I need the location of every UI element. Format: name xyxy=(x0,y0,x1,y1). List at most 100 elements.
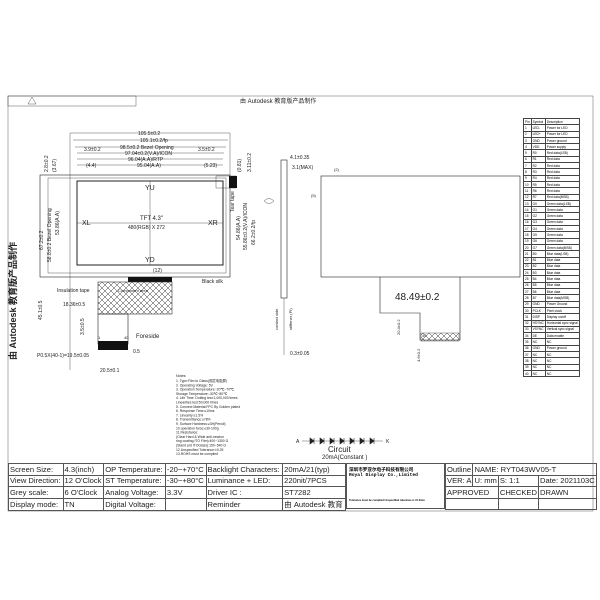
spec-cell: 3.3V xyxy=(164,486,207,499)
pin-cell: Blue data xyxy=(544,262,580,271)
note-item: (Clear Hard & Wide anti-newton xyxy=(176,435,224,439)
led-diode-icon xyxy=(349,437,355,445)
company-logo: 深圳市罗亚尔电子科技有限公司 Royal Display Co.,Limited xyxy=(349,467,443,479)
pitch-label: P0.5X(40-1)=19.5±0.05 xyxy=(37,353,89,359)
note-item: 8. Transmittance:≥78% xyxy=(176,418,211,422)
spec-cell: 由 Autodesk 教育 xyxy=(282,497,346,511)
note-item: (Stand ard ITOGlass):150~540 Ω xyxy=(176,444,226,448)
spec-cell: -30~+80°C xyxy=(164,474,207,487)
led-diode-icon xyxy=(369,437,375,445)
spec-cell: Grey scale: xyxy=(8,486,64,499)
drawing-line xyxy=(379,277,461,341)
spec-cell: Driver IC : xyxy=(205,486,284,499)
led-diode-icon xyxy=(359,437,365,445)
front-view: 105.5±0.2 105.1±0.2/fp 98.5±0.2 Bezel Op… xyxy=(37,131,257,374)
notes: Notes: 1. Type:Film to Glass(双层电阻屏)2. Op… xyxy=(176,374,240,456)
note-item: ring coating ITO Film):400~1300 Ω xyxy=(176,439,229,443)
cathode-label: K xyxy=(386,439,390,445)
dim-label: 18.36±0.5 xyxy=(63,302,85,308)
drawing-line xyxy=(420,332,460,342)
circuit-title: Circuit xyxy=(328,445,351,454)
spec-cell: 20mA/21(typ) xyxy=(282,463,346,476)
drawing-line xyxy=(320,175,521,278)
dim-label: (12) xyxy=(153,268,162,274)
xr-label: XR xyxy=(208,220,218,227)
dim-label: 3.5±0.5 xyxy=(80,318,86,335)
spec-cell: 6 O'Clock xyxy=(62,486,105,499)
pin-cell: 40 xyxy=(523,369,532,378)
spec-cell: Analog Voltage: xyxy=(103,486,166,499)
dim-label: (0.81) xyxy=(237,159,243,172)
dim-label: 97.04±0.2(V.A)/ICON xyxy=(125,151,172,157)
dim-label: 96.04(A.A)/RTP xyxy=(128,157,164,163)
pin-cell: Blue data xyxy=(544,275,580,283)
company-name-cn: 深圳市罗亚尔电子科技有限公司 xyxy=(349,467,414,472)
pin-cell: DISP xyxy=(530,313,546,321)
unit: U: mm xyxy=(472,474,499,487)
pin-cell: B6 xyxy=(530,287,546,296)
pin-cell: Blue data xyxy=(544,269,580,277)
dim-label: 0.3±0.05 xyxy=(290,351,310,357)
pin1-label: 1 xyxy=(98,335,101,340)
spec-cell: ST7282 xyxy=(282,486,346,499)
pin-cell: NC xyxy=(530,357,546,365)
spec-cell: 220nit/7PCS xyxy=(282,474,346,487)
dim-label: Tear tape xyxy=(230,191,236,212)
pin-cell: NC xyxy=(544,350,580,359)
led-diode-icon xyxy=(319,437,325,445)
company-name-en: Royal Display Co.,Limited xyxy=(349,473,418,478)
yd-label: YD xyxy=(145,257,155,264)
note-item: 6. Response Time:≤10ms xyxy=(176,409,215,413)
note-item: 5. Connect Material:FPC By Golden plated xyxy=(176,405,240,409)
stiffener-label: stiffener (PI) xyxy=(288,308,293,330)
logo-box xyxy=(346,463,445,509)
approved-label: APPROVED xyxy=(445,486,499,499)
rear-width-dim: 48.49±0.2 xyxy=(395,292,440,303)
note-item: 12.Unspecified Tolerance:±0.25 xyxy=(176,448,224,452)
pin-table-header: Description xyxy=(544,117,580,126)
pin-cell: Blue data xyxy=(544,256,580,264)
pin-cell: Blue data(MSB) xyxy=(544,294,580,302)
note-item: 7. Linearity:≤1.5% xyxy=(176,413,203,417)
pin-cell: VSYNC xyxy=(530,325,546,334)
anode-label: A xyxy=(296,439,300,445)
spec-cell: ST Temperature: xyxy=(103,474,166,487)
drawn-label: DRAWN xyxy=(537,486,597,499)
eye-icon xyxy=(263,198,275,204)
spec-cell: 12 O'Clock xyxy=(62,474,105,487)
dim-label: 3.11±0.2 xyxy=(247,153,253,172)
note-item: Storage Temperature:-30℃~80℃ xyxy=(176,392,227,396)
pin-cell: Pixel clock xyxy=(544,306,580,315)
pin-cell: Data enable xyxy=(544,332,580,340)
pin-cell: NC xyxy=(530,363,546,371)
drawing-line: Notes: xyxy=(176,374,186,378)
date: Date: 2021103C xyxy=(537,474,597,487)
fpc-component-area xyxy=(97,281,173,315)
note-item: 10.operation force:≤30-100g xyxy=(176,426,219,430)
dim-label: 98.5±0.2 Bezel Opening xyxy=(120,145,174,151)
pin-cell: Vertical sync signal xyxy=(544,325,580,334)
note-item: 11.Resistance: xyxy=(176,431,198,435)
dim-label: 53.86(A.A) xyxy=(55,211,61,235)
spec-cell: TN xyxy=(62,497,105,511)
checked-label: CHECKED xyxy=(497,486,539,499)
note-item: 3. Operation Temperature:-20℃~70℃ xyxy=(176,388,234,392)
led-diode-icon xyxy=(339,437,345,445)
dim-label: 20.4±0.2 xyxy=(396,319,401,335)
